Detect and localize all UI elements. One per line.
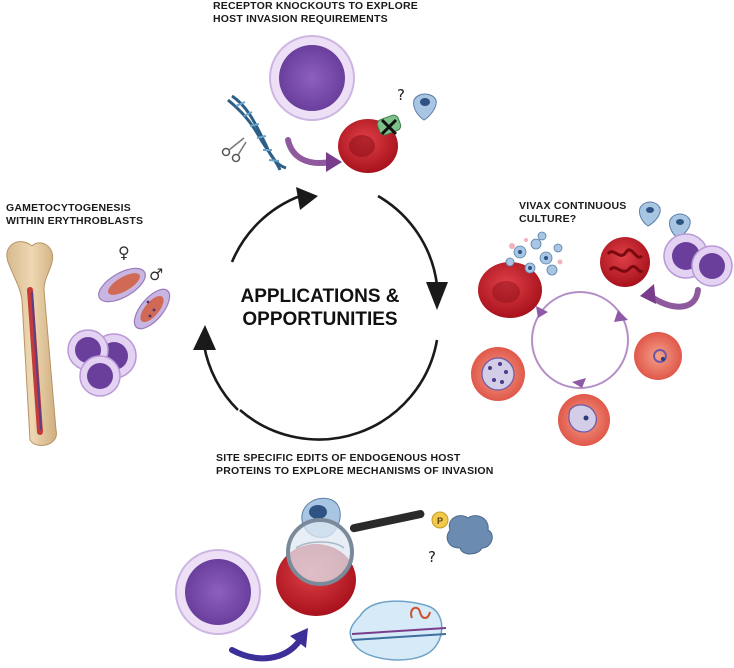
center-title: APPLICATIONS & OPPORTUNITIES (230, 285, 410, 331)
life-cycle-ring (531, 291, 629, 389)
left-label: GAMETOCYTOGENESIS WITHIN ERYTHROBLASTS (6, 202, 143, 228)
top-label-line1: RECEPTOR KNOCKOUTS TO EXPLORE (213, 0, 418, 12)
burst-rbc-icon (478, 231, 563, 318)
center-title-line2: OPPORTUNITIES (242, 309, 398, 330)
bottom-label-line2: PROTEINS TO EXPLORE MECHANISMS OF INVASI… (216, 465, 494, 477)
edit-arrow (229, 628, 308, 662)
right-label: VIVAX CONTINUOUS CULTURE? (519, 200, 626, 226)
protein-icon: P (431, 511, 493, 555)
question-mark-top: ? (397, 86, 405, 104)
reticulocyte-icon (663, 233, 733, 287)
infected-rbc-icon (600, 237, 650, 287)
schizont-icon (471, 347, 525, 401)
cycle-arrows-icon (193, 187, 448, 441)
erythroblast-cluster-icon (67, 329, 137, 397)
bottom-label: SITE SPECIFIC EDITS OF ENDOGENOUS HOST P… (216, 452, 494, 478)
female-symbol: ♀ (118, 243, 130, 262)
phospho-label: P (437, 516, 443, 526)
bone-icon (6, 241, 57, 446)
merozoite-pair-icon (639, 201, 691, 239)
culture-arrow (640, 284, 701, 310)
gametocyte-icon (98, 267, 171, 330)
left-label-line1: GAMETOCYTOGENESIS (6, 202, 131, 214)
left-label-line2: WITHIN ERYTHROBLASTS (6, 215, 144, 227)
erythroblast-bottom-icon (175, 549, 261, 635)
top-label: RECEPTOR KNOCKOUTS TO EXPLORE HOST INVAS… (213, 0, 418, 26)
male-symbol: ♂ (149, 265, 163, 284)
bottom-label-line1: SITE SPECIFIC EDITS OF ENDOGENOUS HOST (216, 452, 461, 464)
trophozoite-icon (558, 394, 610, 446)
merozoite-icon (413, 93, 437, 121)
question-mark-bottom: ? (428, 548, 436, 566)
knockout-arrow (285, 137, 342, 172)
dna-scissors-icon (221, 94, 287, 171)
magnifier-icon (286, 510, 425, 586)
ring-stage-icon (634, 332, 682, 380)
top-label-line2: HOST INVASION REQUIREMENTS (213, 13, 388, 25)
center-title-line1: APPLICATIONS & (240, 286, 400, 307)
right-label-line1: VIVAX CONTINUOUS (519, 200, 627, 212)
erythroblast-icon (269, 35, 355, 121)
red-blood-cell-icon (338, 114, 402, 173)
right-label-line2: CULTURE? (519, 213, 577, 225)
plasmid-icon (349, 600, 447, 661)
